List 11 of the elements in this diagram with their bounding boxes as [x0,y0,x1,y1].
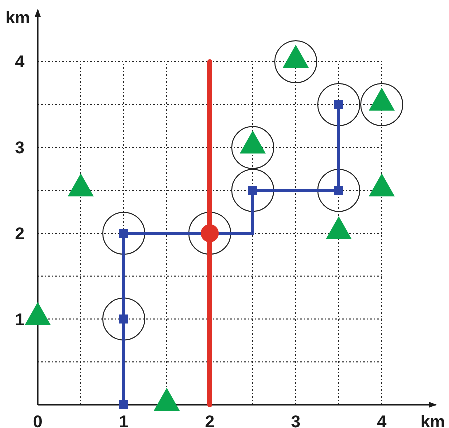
tick-label: 4 [377,414,387,428]
tick-label: 3 [291,414,301,428]
tick-label: 2 [205,414,215,428]
axis-unit-label: km [6,10,30,26]
tick-label: 1 [15,312,25,328]
tick-label: 2 [15,226,25,242]
tick-label: 4 [15,54,25,70]
tick-label: 1 [119,414,129,428]
axis-unit-label: km [420,414,446,428]
tick-label: 3 [15,140,25,156]
tick-label: 0 [33,414,43,428]
